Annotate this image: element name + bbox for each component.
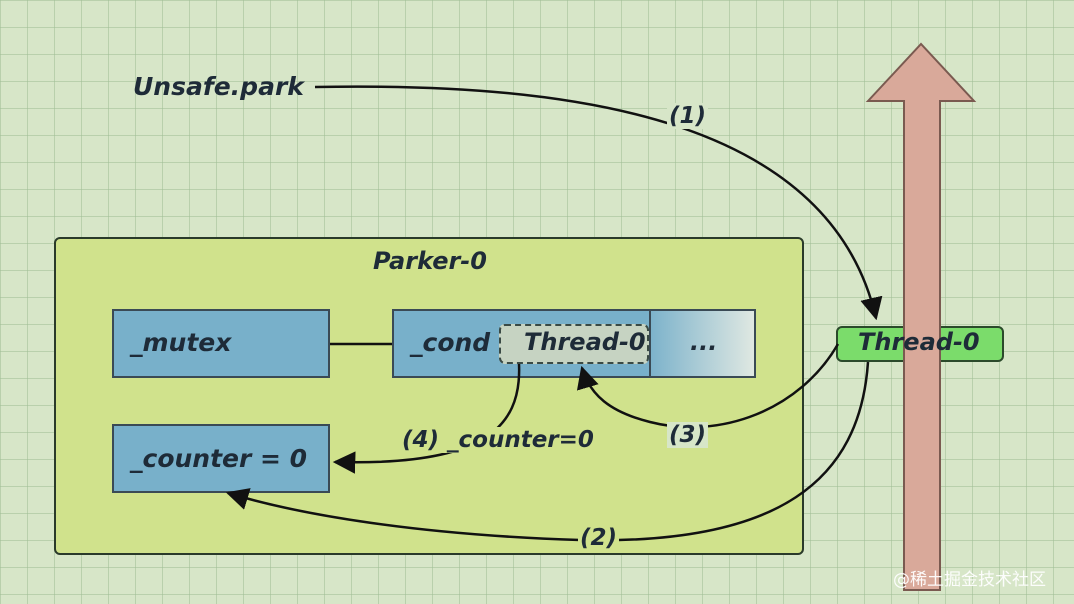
parker-title: Parker-0 xyxy=(373,247,487,275)
cond-thread-slot xyxy=(499,324,649,364)
mutex-field xyxy=(112,309,330,378)
arrow-step3 xyxy=(576,343,840,429)
thread-chip-label: Thread-0 xyxy=(858,328,980,356)
watermark: @稀土掘金技术社区 xyxy=(893,570,1046,590)
parker-box xyxy=(54,237,804,555)
arrow-step1 xyxy=(314,85,883,321)
step4-label: (4) _counter=0 xyxy=(400,427,596,453)
mutex-label: _mutex xyxy=(130,328,232,357)
cond-thread-label: Thread-0 xyxy=(524,328,646,356)
cond-label: _cond xyxy=(410,328,491,357)
step2-label: (2) xyxy=(578,525,620,551)
counter-label: _counter = 0 xyxy=(130,444,308,473)
counter-field xyxy=(112,424,330,493)
unsafe-park-label: Unsafe.park xyxy=(133,72,304,101)
step3-label: (3) xyxy=(667,422,709,448)
timeline-up-arrow xyxy=(865,42,977,591)
step1-label: (1) xyxy=(667,103,709,129)
cond-ellipsis: ... xyxy=(690,328,718,356)
